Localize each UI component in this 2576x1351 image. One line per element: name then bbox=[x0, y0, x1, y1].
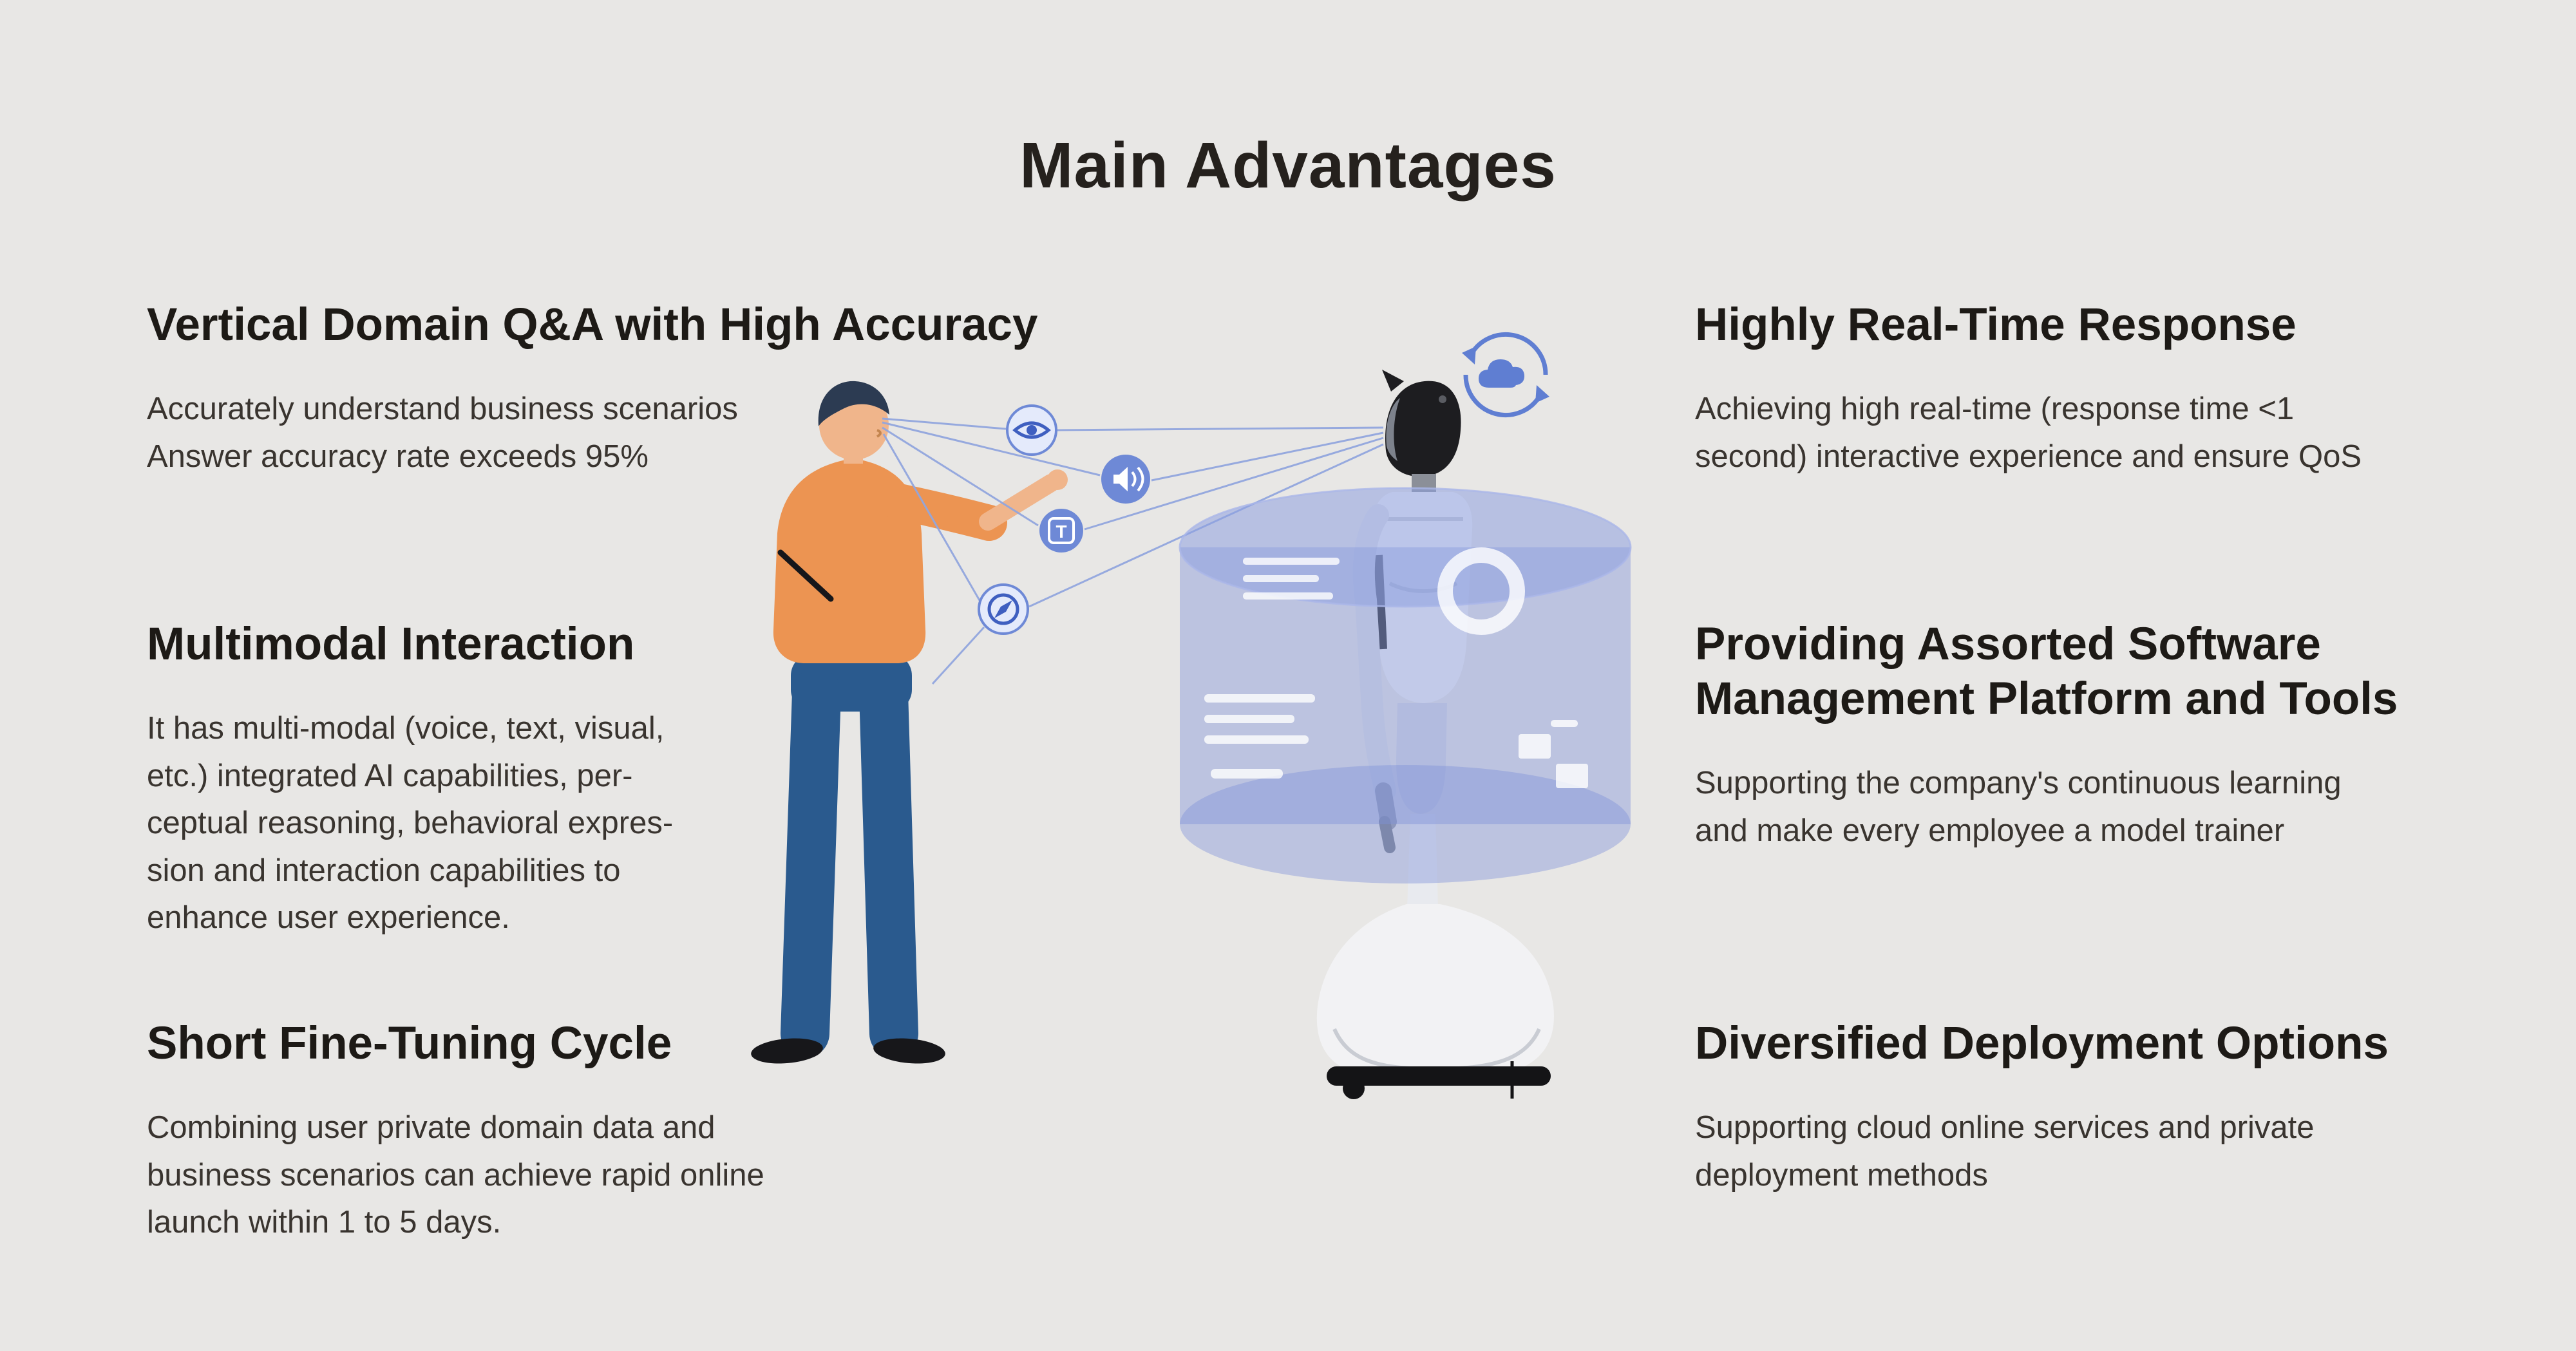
feature-multimodal-heading: Multimodal Interaction bbox=[147, 619, 635, 670]
feature-multimodal-body: It has multi-modal (voice, text, visual,… bbox=[147, 711, 674, 936]
feature-platform-heading: Providing Assorted Software Management P… bbox=[1695, 619, 2398, 725]
feature-finetuning: Short Fine-Tuning Cycle Combining user p… bbox=[147, 1016, 984, 1247]
center-illustration: T bbox=[751, 332, 1632, 1099]
feature-deployment: Diversified Deployment Options Supportin… bbox=[1695, 1016, 2558, 1199]
feature-qa: Vertical Domain Q&A with High Accuracy A… bbox=[147, 298, 1087, 480]
feature-platform: Providing Assorted Software Management P… bbox=[1695, 617, 2558, 855]
feature-platform-body: Supporting the company's continuous lear… bbox=[1695, 766, 2342, 848]
feature-finetuning-heading: Short Fine-Tuning Cycle bbox=[147, 1018, 672, 1069]
feature-qa-body: Accurately understand business scenarios… bbox=[147, 392, 738, 474]
hologram-ring bbox=[1179, 487, 1632, 883]
feature-finetuning-body: Combining user private domain data and b… bbox=[147, 1110, 764, 1240]
cloud-sync-icon bbox=[1462, 332, 1549, 418]
feature-realtime: Highly Real-Time Response Achieving high… bbox=[1695, 298, 2558, 480]
feature-realtime-heading: Highly Real-Time Response bbox=[1695, 299, 2297, 350]
feature-deployment-heading: Diversified Deployment Options bbox=[1695, 1018, 2389, 1069]
feature-deployment-body: Supporting cloud online services and pri… bbox=[1695, 1110, 2315, 1193]
person-illustration bbox=[751, 381, 1068, 1064]
page-title: Main Advantages bbox=[1019, 129, 1557, 202]
feature-qa-heading: Vertical Domain Q&A with High Accuracy bbox=[147, 299, 1038, 350]
eye-icon bbox=[1006, 404, 1057, 456]
hologram-panels bbox=[1204, 547, 1588, 788]
voice-icon bbox=[1101, 455, 1150, 504]
feature-multimodal: Multimodal Interaction It has multi-moda… bbox=[147, 617, 855, 942]
compass-icon bbox=[978, 583, 1029, 635]
svg-text:T: T bbox=[1056, 522, 1066, 542]
text-icon: T bbox=[1039, 509, 1083, 553]
feature-realtime-body: Achieving high real-time (response time … bbox=[1695, 392, 2362, 474]
